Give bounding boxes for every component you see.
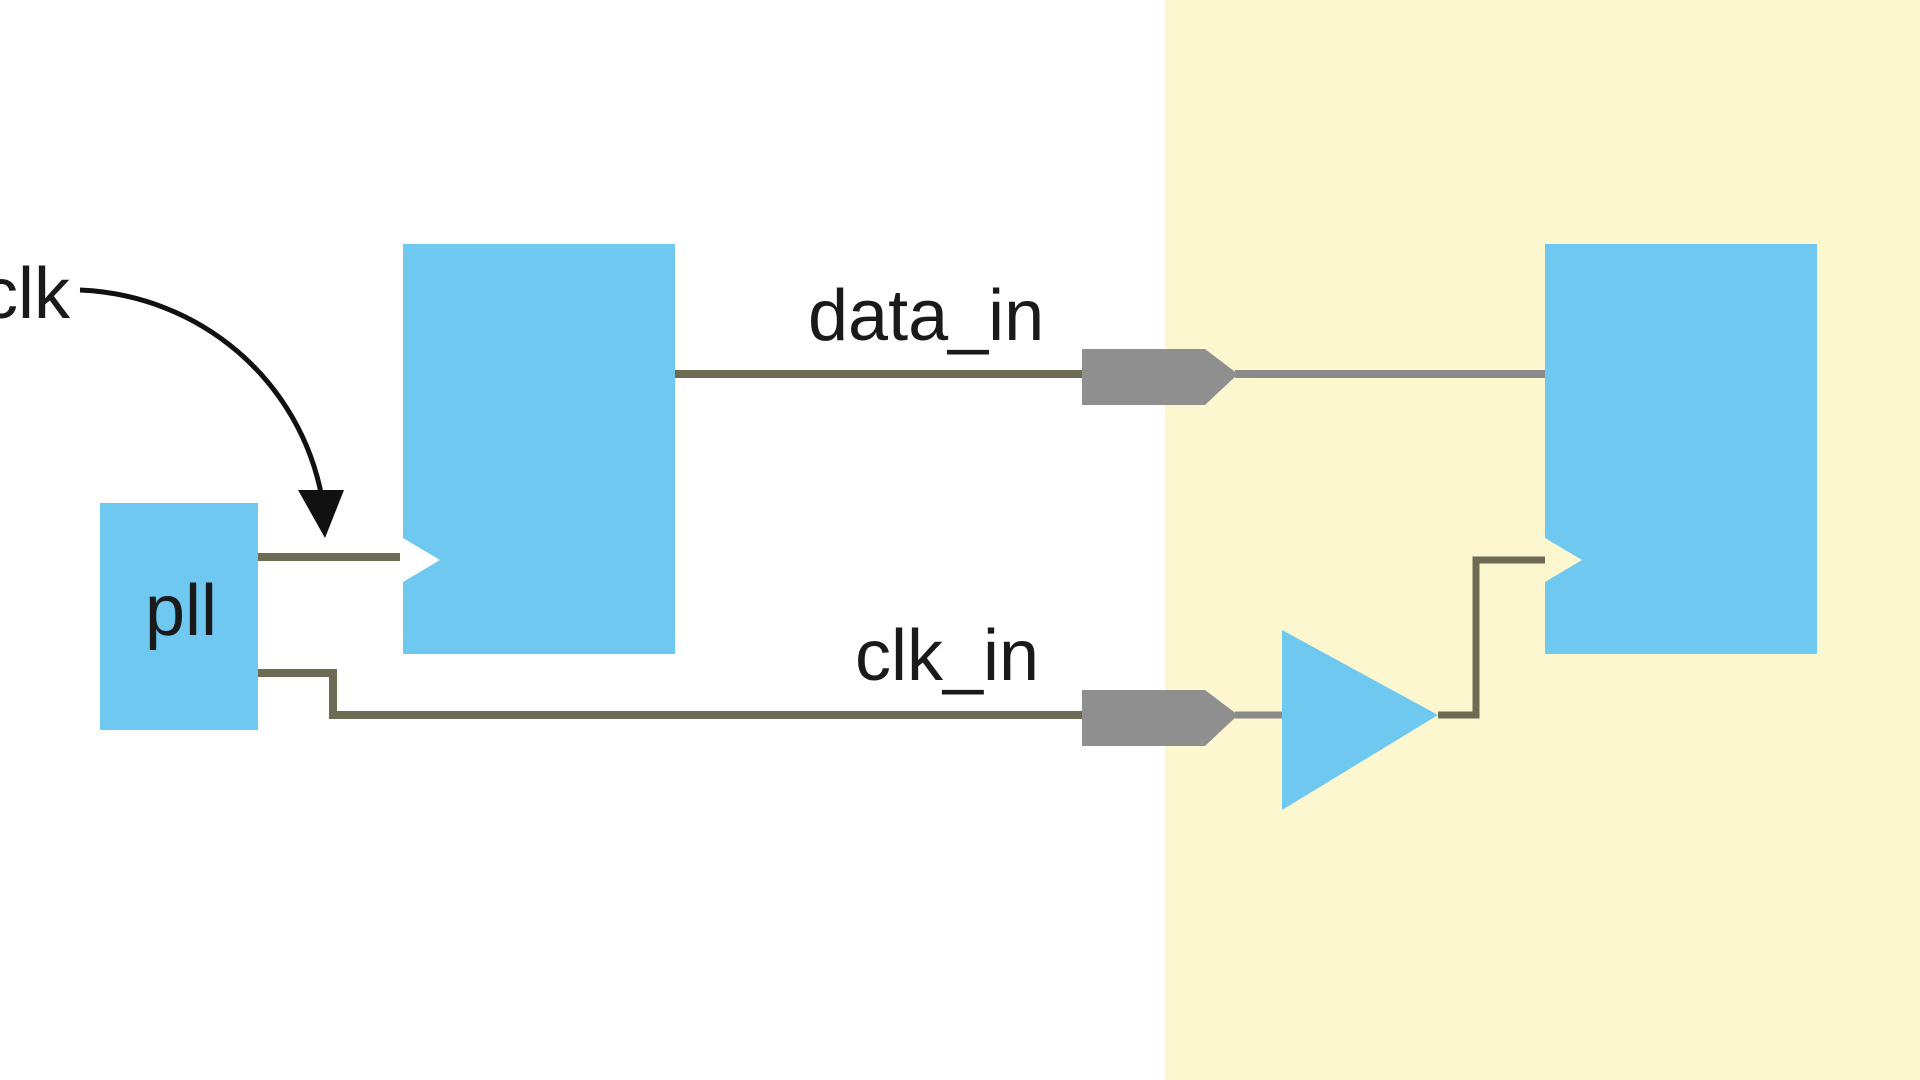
data-in-io-pad xyxy=(1082,349,1238,405)
pll-block xyxy=(100,503,258,730)
source-register xyxy=(403,244,675,654)
clk-arrowhead xyxy=(298,490,344,538)
clk-label: clk xyxy=(0,254,71,334)
data-in-label: data_in xyxy=(808,276,1044,356)
buffered-clock-wire xyxy=(1438,556,1545,719)
pll-label: pll xyxy=(145,571,217,651)
destination-register xyxy=(1545,244,1817,654)
clk-in-wire xyxy=(258,669,1082,719)
clk-in-label: clk_in xyxy=(855,616,1039,696)
clk-in-io-pad xyxy=(1082,690,1238,746)
clock-buffer xyxy=(1282,630,1438,810)
clk-callout-arrow xyxy=(79,287,325,499)
